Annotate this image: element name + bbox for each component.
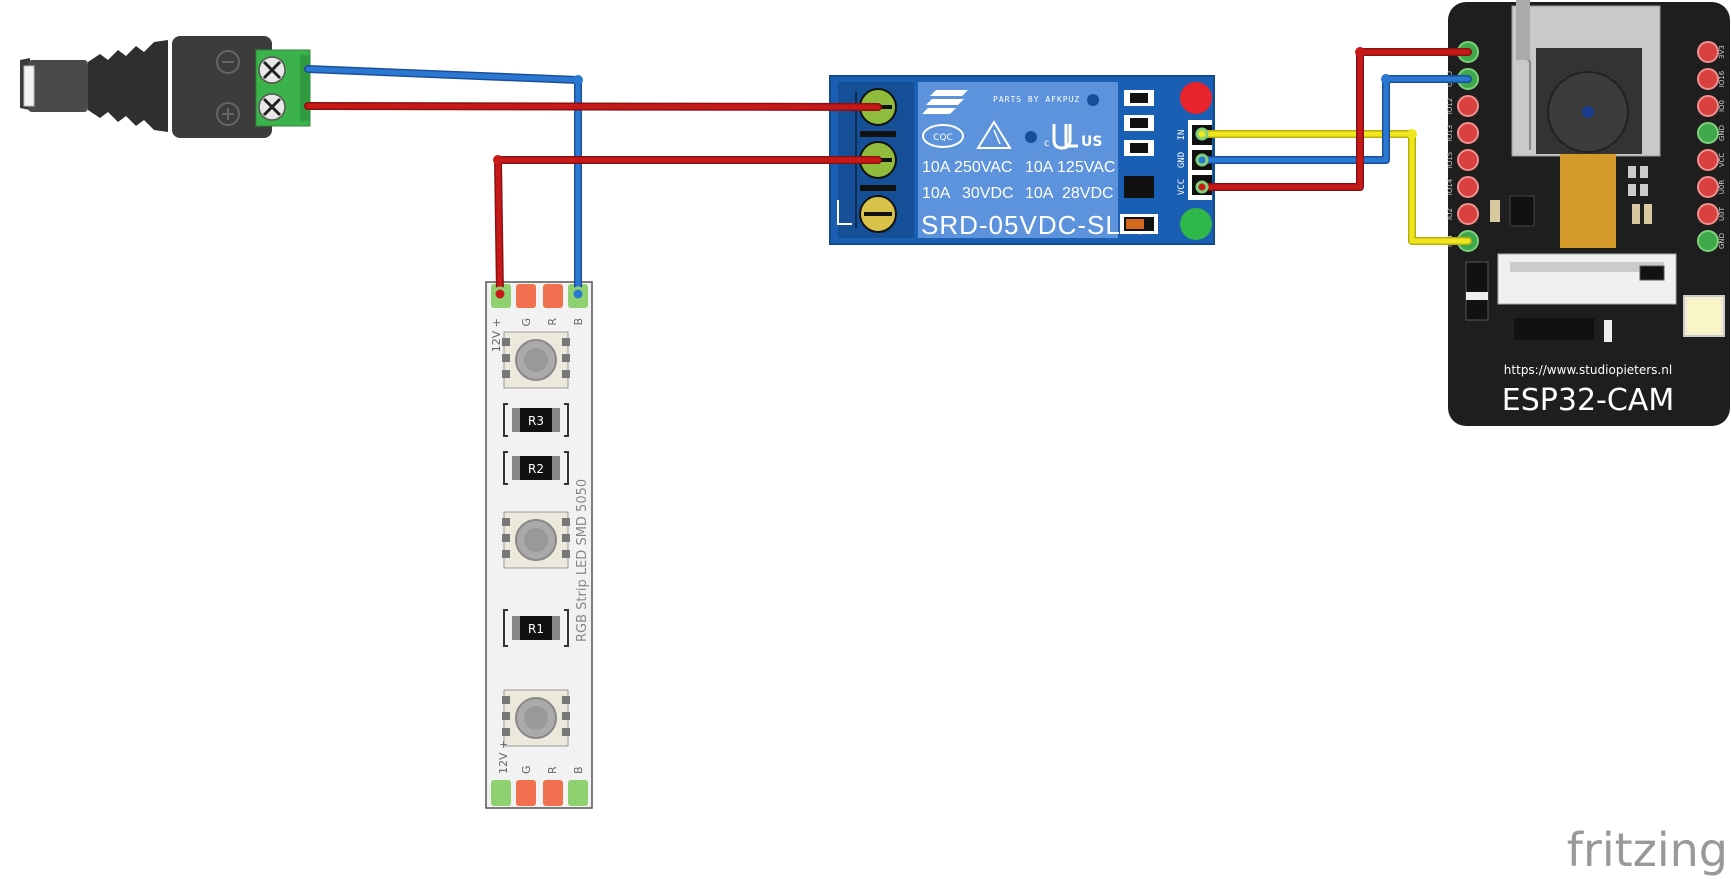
esp32-cam-board: https://www.studiopieters.nl ESP32-CAM 5… [1446, 0, 1730, 426]
plus-symbol-icon [216, 102, 240, 126]
esp32-pin-vcc[interactable] [1697, 149, 1719, 171]
fritzing-logo: fritzing [1567, 823, 1728, 877]
strip-pad-r-top[interactable] [543, 284, 563, 308]
esp32-pin-label: IO12 [1446, 98, 1454, 114]
esp32-pin-label: U0T [1718, 206, 1726, 221]
strip-pad-r-bottom[interactable] [543, 780, 563, 806]
esp32-pin-u0t[interactable] [1697, 203, 1719, 225]
esp32-pin-io15[interactable] [1457, 149, 1479, 171]
strip-label-b-top: B [572, 318, 585, 326]
relay-pin-label-vcc: VCC [1177, 179, 1187, 195]
ul-logo-icon [1052, 124, 1078, 150]
esp32-pin-3v3[interactable] [1697, 41, 1719, 63]
esp32-pin-label: IO2 [1446, 208, 1454, 220]
strip-pad-g-bottom[interactable] [516, 780, 536, 806]
relay-brand-logo-icon [922, 90, 968, 114]
ul-c-mark: c [1044, 138, 1050, 149]
resistor-r2: R2 [503, 451, 569, 485]
minus-symbol-icon [216, 50, 240, 74]
strip-pad-g-top[interactable] [516, 284, 536, 308]
esp32-pin-label: IO14 [1446, 178, 1454, 195]
relay-rating-3: 10A [922, 185, 951, 202]
esp32-pin-label: IO0 [1718, 100, 1726, 112]
cqc-logo-icon [922, 124, 964, 148]
esp32-pin-io16[interactable] [1697, 68, 1719, 90]
esp32-right-pin-header: 3V3 IO16 IO0 GND VCC U0R U0T GND [1697, 41, 1726, 252]
esp32-pin-label: GND [1718, 125, 1726, 141]
esp32-pin-label: IO15 [1446, 152, 1454, 168]
esp32-pin-io0[interactable] [1697, 95, 1719, 117]
relay-pin-label-in: IN [1177, 130, 1187, 141]
esp32-pin-io13[interactable] [1457, 122, 1479, 144]
led-strip-name: RGB Strip LED SMD 5050 [575, 479, 590, 642]
strip-pad-b-bottom[interactable] [568, 780, 588, 806]
strip-label-g-top: G [520, 318, 533, 327]
relay-brand: PARTS BY AFKPUZ [993, 95, 1080, 104]
wire-blue-relay-gnd-to-esp[interactable] [1198, 75, 1472, 164]
board-name: ESP32-CAM [1502, 383, 1674, 418]
esp32-pin-label: U0R [1718, 180, 1726, 195]
esp32-pin-io14[interactable] [1457, 176, 1479, 198]
wire-red-relay-to-strip[interactable] [494, 156, 882, 298]
relay-rating-4: 30VDC [962, 185, 1014, 202]
board-url: https://www.studiopieters.nl [1504, 363, 1672, 377]
esp32-pin-gnd-right[interactable] [1697, 122, 1719, 144]
relay-power-led-green [1180, 208, 1212, 240]
warning-triangle-icon [976, 120, 1012, 149]
esp32-pin-io2[interactable] [1457, 203, 1479, 225]
resistor-r1: R1 [503, 609, 569, 647]
resistor-label-r3: R3 [528, 414, 544, 428]
strip-label-g-bottom: G [520, 765, 533, 774]
relay-module: PARTS BY AFKPUZ CQC c US 10A 250VAC 10A … [829, 75, 1215, 245]
resistor-label-r2: R2 [528, 462, 544, 476]
resistor-r3: R3 [503, 403, 569, 437]
rgb-led-strip: 12V + G R B R3 R2 [485, 281, 593, 809]
strip-label-b-bottom: B [572, 766, 585, 774]
dc-barrel-jack [20, 36, 311, 138]
esp32-pin-gnd-right-2[interactable] [1697, 230, 1719, 252]
relay-pin-label-gnd: GND [1177, 152, 1187, 168]
relay-status-led-red [1180, 82, 1212, 114]
esp32-pin-label: IO13 [1446, 125, 1454, 141]
resistor-label-r1: R1 [528, 622, 544, 636]
strip-label-12v-bottom: 12V + [497, 740, 510, 774]
relay-rating-5: 10A [1025, 185, 1054, 202]
relay-model: SRD-05VDC-SL-C [921, 210, 1150, 240]
esp32-pin-label: GND [1718, 233, 1726, 249]
esp32-pin-label: VCC [1718, 153, 1726, 168]
esp32-pin-io12[interactable] [1457, 95, 1479, 117]
relay-rating-2: 10A 125VAC [1025, 159, 1115, 176]
relay-rating-1: 10A 250VAC [922, 159, 1012, 176]
smd-led-icon [502, 331, 570, 389]
smd-led-icon [502, 689, 570, 747]
strip-label-12v-top: 12V + [490, 318, 503, 352]
strip-label-r-bottom: R [546, 766, 559, 774]
ul-us-mark: US [1081, 134, 1102, 150]
esp32-pin-label: 3V3 [1718, 45, 1726, 59]
smd-led-icon [502, 511, 570, 569]
wire-red-relay-vcc-to-esp[interactable] [1198, 48, 1472, 191]
esp32-pin-u0r[interactable] [1697, 176, 1719, 198]
esp32-pin-label: IO16 [1718, 70, 1726, 87]
wires [304, 47, 1472, 302]
relay-rating-6: 28VDC [1062, 185, 1114, 202]
strip-label-r-top: R [546, 318, 559, 326]
cqc-label: CQC [933, 133, 953, 143]
strip-pad-12v-bottom[interactable] [491, 780, 511, 806]
